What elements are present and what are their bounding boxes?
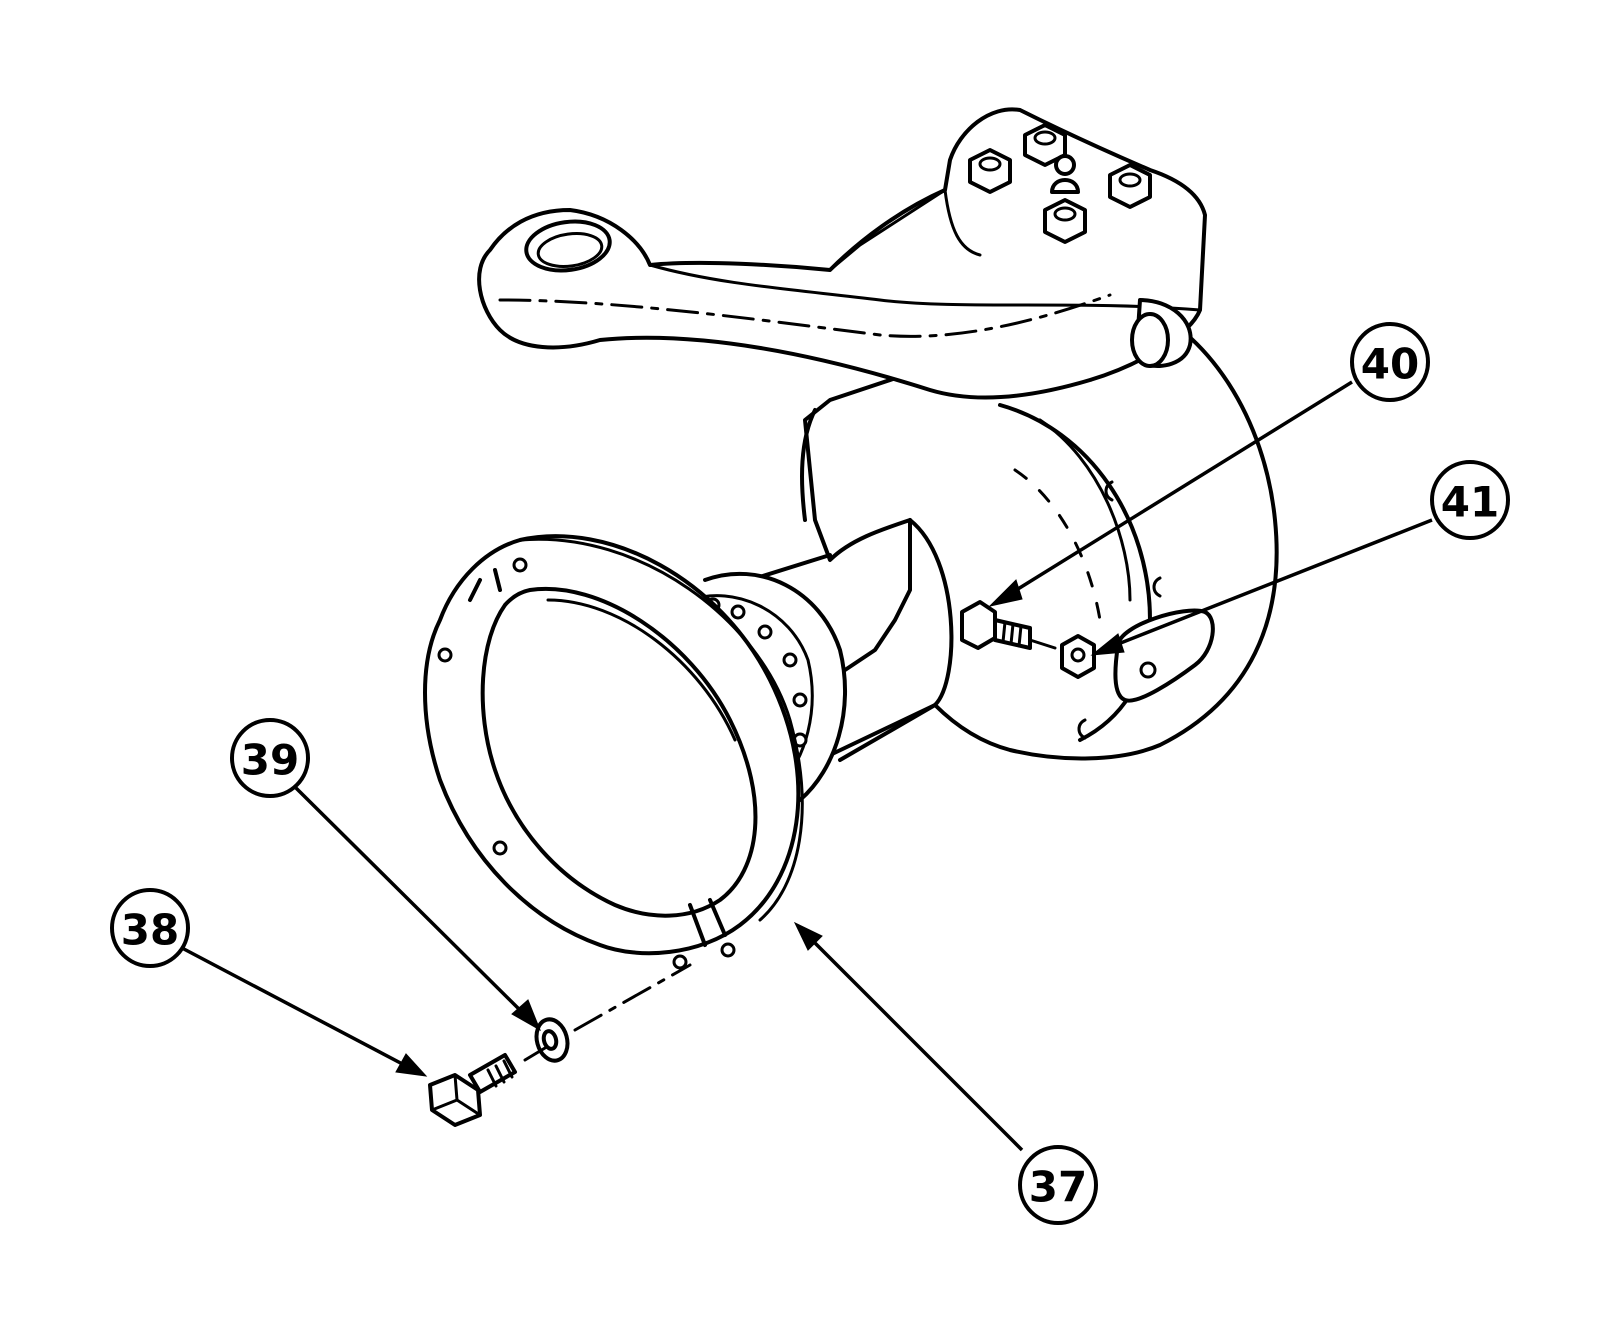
bolt-centerline (523, 963, 692, 1062)
stop-bolt (960, 600, 1032, 650)
hex-bolt (428, 1053, 517, 1127)
hub-hole-3 (757, 624, 773, 640)
jam-nut-hole (1070, 647, 1086, 663)
washer-inner (541, 1029, 559, 1051)
ring-inner-lip (546, 598, 737, 742)
ring-hole-2 (437, 647, 453, 663)
arm-web-2 (943, 188, 982, 257)
arrow-40 (988, 579, 1023, 607)
flange-ring (423, 534, 804, 970)
ring-split-bottom (688, 898, 727, 947)
bolt-threads (486, 1059, 514, 1088)
barrel-mark-3 (1152, 576, 1162, 598)
ring-hole-1 (512, 557, 528, 573)
ring-inner (480, 586, 758, 918)
hub-flange-inner (688, 594, 814, 787)
washer (534, 1017, 570, 1063)
leaders (181, 380, 1433, 1152)
steering-arm (477, 107, 1207, 400)
stop-bolt-centerline (1028, 638, 1057, 650)
ring-split-top (468, 568, 502, 602)
ring-hole-5 (720, 942, 736, 958)
leader-40 (1004, 380, 1353, 599)
callout-39: 39 (230, 718, 310, 798)
arrow-41 (1090, 633, 1125, 656)
barrel-mark-1 (1104, 480, 1114, 502)
hub-hole-5 (792, 692, 808, 708)
bolt-head-face (430, 1073, 482, 1117)
callout-41-label: 41 (1441, 478, 1499, 527)
arrow-39 (511, 999, 541, 1032)
leader-41 (1107, 518, 1433, 650)
barrel-rim (998, 403, 1152, 742)
ring-thickness (518, 537, 804, 922)
jam-nut (1060, 634, 1096, 679)
leader-37 (806, 934, 1024, 1152)
jam-nut-body (1060, 634, 1096, 679)
callout-38-label: 38 (121, 906, 179, 955)
arm-web-1 (828, 188, 947, 272)
ring-hole-3 (492, 840, 508, 856)
callout-39-label: 39 (241, 736, 299, 785)
knuckle-left-edge (800, 408, 817, 522)
stop-block (1113, 608, 1215, 703)
arm-top-surface (648, 263, 1202, 312)
knuckle-neck-front (908, 518, 954, 707)
callout-37-label: 37 (1029, 1163, 1087, 1212)
callout-41: 41 (1430, 460, 1510, 540)
hub-hole-2 (730, 604, 746, 620)
barrel-mark-2 (1077, 718, 1087, 740)
callout-38: 38 (110, 888, 190, 968)
stop-bolt-threads (1001, 620, 1023, 648)
ring-hole-4 (672, 954, 688, 970)
bolt-shank (468, 1053, 517, 1094)
arm-lower-stud-end (1130, 312, 1170, 368)
stop-bolt-head (960, 600, 997, 650)
arrow-38 (395, 1053, 428, 1077)
arm-nut-4 (1043, 198, 1087, 244)
barrel-rim-inner (1038, 418, 1132, 602)
callout-37: 37 (1018, 1145, 1098, 1225)
arm-nut-3 (1108, 163, 1152, 209)
arm-end-bore-inner (536, 232, 604, 268)
arm-centerline (498, 293, 1112, 338)
arm-body (477, 107, 1207, 400)
knuckle-neck-bottom (838, 703, 937, 762)
grease-fitting-icon (1050, 154, 1080, 194)
callout-40: 40 (1350, 322, 1430, 402)
arm-nut-1 (968, 148, 1012, 194)
leader-38 (181, 946, 411, 1070)
leader-39 (294, 786, 530, 1020)
arrow-37 (793, 921, 823, 951)
hub-hole-4 (782, 652, 798, 668)
callout-40-label: 40 (1361, 340, 1419, 389)
